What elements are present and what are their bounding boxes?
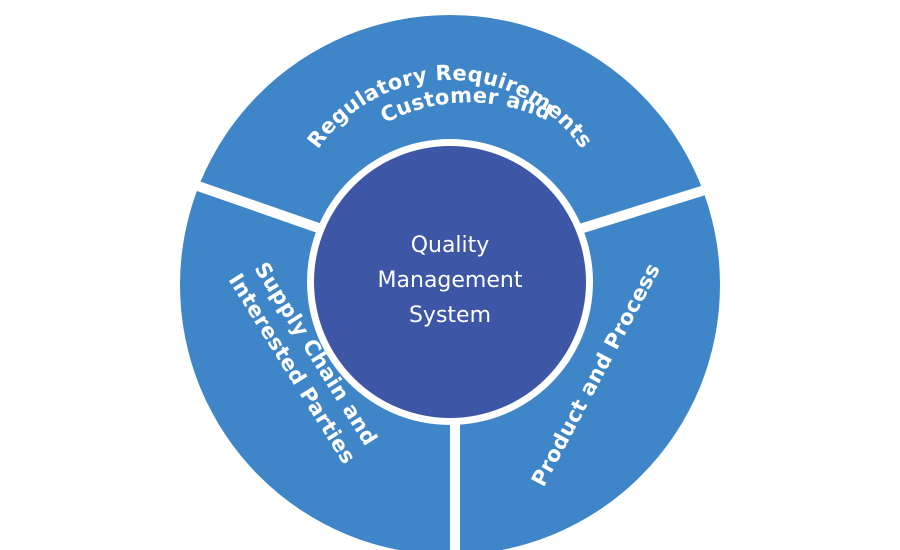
center-line-2: Management <box>378 268 523 293</box>
center-circle <box>314 146 586 418</box>
divider-left <box>193 180 332 237</box>
center-line-3: System <box>409 303 491 328</box>
divider-right <box>568 185 707 237</box>
center-label: Quality Management System <box>378 233 523 328</box>
segment-dividers <box>193 180 707 550</box>
center-line-1: Quality <box>411 233 490 258</box>
